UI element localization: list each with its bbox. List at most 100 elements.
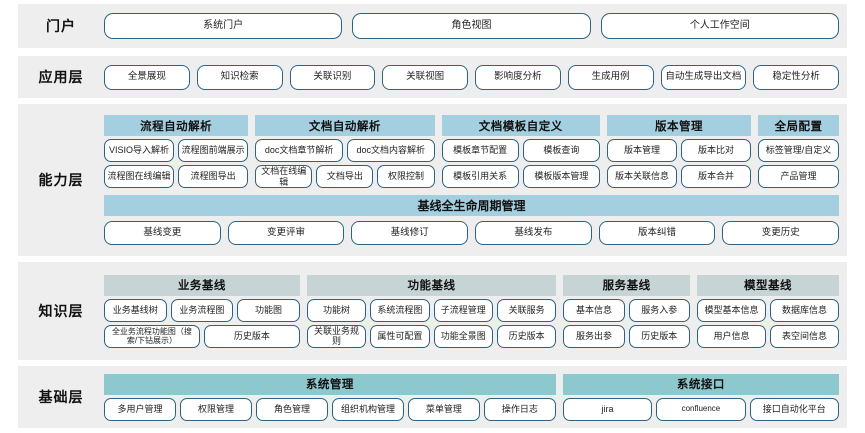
group-title: 模型基线 bbox=[696, 274, 839, 296]
group-block: 系统管理多用户管理权限管理角色管理组织机构管理菜单管理操作日志 bbox=[104, 373, 556, 421]
group-item-row: 业务基线树业务流程图功能图 bbox=[104, 298, 300, 322]
application-item[interactable]: 全景展现 bbox=[104, 64, 190, 90]
capability-item[interactable]: 流程图前端展示 bbox=[178, 139, 249, 162]
capability-item[interactable]: 文档在线编辑 bbox=[255, 165, 313, 188]
application-item[interactable]: 稳定性分析 bbox=[753, 64, 839, 90]
group-item-row: 用户信息表空间信息 bbox=[696, 324, 839, 348]
knowledge-item[interactable]: 关联服务 bbox=[496, 298, 557, 322]
baseline-lifecycle-item[interactable]: 变更评审 bbox=[227, 221, 345, 245]
knowledge-item[interactable]: 属性可配置 bbox=[370, 324, 430, 348]
knowledge-item[interactable]: 功能树 bbox=[306, 298, 367, 322]
group-item-row: 标签管理/自定义 bbox=[758, 139, 840, 162]
group-item-row: VISIO导入解析流程图前端展示 bbox=[104, 139, 249, 162]
capability-item[interactable]: doc文档章节解析 bbox=[255, 139, 343, 162]
knowledge-item[interactable]: 功能图 bbox=[237, 298, 300, 322]
knowledge-item[interactable]: 历史版本 bbox=[496, 324, 557, 348]
application-item[interactable]: 知识检索 bbox=[196, 64, 283, 90]
knowledge-item[interactable]: 历史版本 bbox=[203, 324, 300, 348]
group-block: 服务基线基本信息服务入参服务出参历史版本 bbox=[563, 274, 690, 348]
group-item-row: 产品管理 bbox=[758, 165, 840, 188]
knowledge-item[interactable]: 表空间信息 bbox=[769, 324, 839, 348]
capability-item[interactable]: 版本管理 bbox=[606, 139, 677, 162]
knowledge-item[interactable]: 数据库信息 bbox=[769, 298, 839, 322]
capability-item[interactable]: VISIO导入解析 bbox=[104, 139, 175, 162]
portal-item[interactable]: 系统门户 bbox=[104, 13, 343, 39]
layer-band-knowledge: 知识层 业务基线业务基线树业务流程图功能图全业务流程功能图（搜索/下钻展示）历史… bbox=[18, 262, 847, 360]
capability-item[interactable]: 标签管理/自定义 bbox=[758, 139, 840, 162]
knowledge-item[interactable]: 功能全景图 bbox=[433, 324, 493, 348]
group-block: 文档模板自定义模板章节配置模板查询模板引用关系模板版本管理 bbox=[441, 115, 600, 188]
base-item[interactable]: 角色管理 bbox=[255, 397, 328, 421]
group-title: 全局配置 bbox=[758, 115, 840, 136]
portal-item[interactable]: 个人工作空间 bbox=[600, 13, 839, 39]
group-title: 版本管理 bbox=[606, 115, 752, 136]
application-item[interactable]: 生成用例 bbox=[567, 64, 654, 90]
base-item[interactable]: 多用户管理 bbox=[104, 397, 176, 421]
group-title: 文档自动解析 bbox=[255, 115, 435, 136]
knowledge-item[interactable]: 基本信息 bbox=[563, 298, 625, 322]
capability-item[interactable]: doc文档内容解析 bbox=[346, 139, 435, 162]
base-item[interactable]: confluence bbox=[656, 397, 746, 421]
baseline-lifecycle-title: 基线全生命周期管理 bbox=[104, 195, 839, 216]
layer-label-application: 应用层 bbox=[38, 69, 84, 85]
baseline-lifecycle-item[interactable]: 版本纠错 bbox=[598, 221, 716, 245]
knowledge-group-row: 业务基线业务基线树业务流程图功能图全业务流程功能图（搜索/下钻展示）历史版本功能… bbox=[104, 274, 839, 348]
knowledge-item[interactable]: 系统流程图 bbox=[370, 298, 430, 322]
group-item-row: 文档在线编辑文档导出权限控制 bbox=[255, 165, 435, 188]
knowledge-item[interactable]: 全业务流程功能图（搜索/下钻展示） bbox=[104, 324, 200, 348]
capability-item[interactable]: 文档导出 bbox=[316, 165, 374, 188]
knowledge-item[interactable]: 服务出参 bbox=[563, 324, 625, 348]
portal-item-row: 系统门户角色视图个人工作空间 bbox=[104, 13, 839, 39]
baseline-lifecycle-item[interactable]: 变更历史 bbox=[722, 221, 840, 245]
knowledge-item[interactable]: 业务基线树 bbox=[104, 298, 167, 322]
layer-label-knowledge: 知识层 bbox=[38, 303, 84, 319]
knowledge-item[interactable]: 关联业务规则 bbox=[306, 324, 367, 348]
baseline-lifecycle-block: 基线全生命周期管理 基线变更变更评审基线修订基线发布版本纠错变更历史 bbox=[104, 195, 840, 245]
capability-item[interactable]: 权限控制 bbox=[377, 165, 435, 188]
capability-item[interactable]: 流程图在线编辑 bbox=[104, 165, 175, 188]
base-item[interactable]: 菜单管理 bbox=[407, 397, 480, 421]
capability-item[interactable]: 版本比对 bbox=[681, 139, 752, 162]
group-item-row: 模型基本信息数据库信息 bbox=[696, 298, 839, 322]
baseline-lifecycle-item[interactable]: 基线修订 bbox=[351, 221, 469, 245]
knowledge-item[interactable]: 业务流程图 bbox=[170, 298, 234, 322]
baseline-lifecycle-item-row: 基线变更变更评审基线修订基线发布版本纠错变更历史 bbox=[104, 221, 840, 245]
knowledge-item[interactable]: 子流程管理 bbox=[433, 298, 493, 322]
baseline-lifecycle-item[interactable]: 基线变更 bbox=[104, 221, 221, 245]
capability-item[interactable]: 版本合并 bbox=[681, 165, 752, 188]
capability-item[interactable]: 版本关联信息 bbox=[606, 165, 677, 188]
group-title: 文档模板自定义 bbox=[441, 115, 600, 136]
application-item[interactable]: 关联识别 bbox=[289, 64, 376, 90]
layer-label-portal: 门户 bbox=[46, 18, 76, 34]
base-item[interactable]: 操作日志 bbox=[483, 397, 556, 421]
group-title: 系统接口 bbox=[562, 373, 839, 395]
group-block: 模型基线模型基本信息数据库信息用户信息表空间信息 bbox=[696, 274, 839, 348]
knowledge-item[interactable]: 模型基本信息 bbox=[696, 298, 766, 322]
capability-item[interactable]: 模板章节配置 bbox=[441, 139, 519, 162]
application-item[interactable]: 自动生成导出文档 bbox=[660, 64, 747, 90]
base-item[interactable]: 权限管理 bbox=[179, 397, 252, 421]
application-item[interactable]: 影响度分析 bbox=[475, 64, 561, 90]
group-item-row: 关联业务规则属性可配置功能全景图历史版本 bbox=[306, 324, 557, 348]
base-item[interactable]: jira bbox=[562, 397, 653, 421]
capability-item[interactable]: 模板查询 bbox=[522, 139, 600, 162]
base-item[interactable]: 接口自动化平台 bbox=[749, 397, 839, 421]
capability-item[interactable]: 模板引用关系 bbox=[441, 165, 519, 188]
group-block: 功能基线功能树系统流程图子流程管理关联服务关联业务规则属性可配置功能全景图历史版… bbox=[306, 274, 557, 348]
capability-item[interactable]: 模板版本管理 bbox=[522, 165, 600, 188]
knowledge-item[interactable]: 用户信息 bbox=[696, 324, 766, 348]
knowledge-item[interactable]: 服务入参 bbox=[628, 298, 690, 322]
base-item[interactable]: 组织机构管理 bbox=[331, 397, 404, 421]
knowledge-item[interactable]: 历史版本 bbox=[628, 324, 690, 348]
capability-item[interactable]: 流程图导出 bbox=[178, 165, 249, 188]
portal-item[interactable]: 角色视图 bbox=[352, 13, 591, 39]
baseline-lifecycle-item[interactable]: 基线发布 bbox=[475, 221, 592, 245]
application-item[interactable]: 关联视图 bbox=[382, 64, 468, 90]
capability-item[interactable]: 产品管理 bbox=[758, 165, 840, 188]
